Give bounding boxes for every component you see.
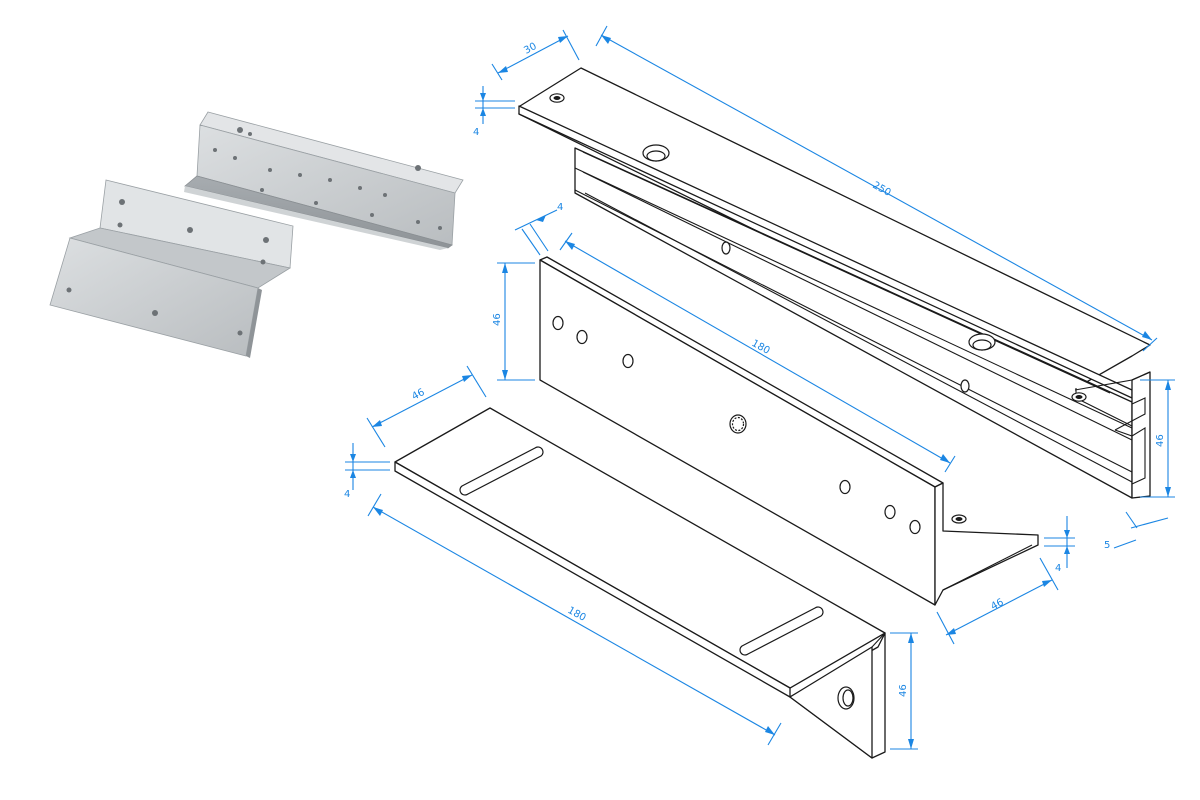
plate-hole (839, 479, 851, 495)
dim-top-length: 250 (871, 180, 893, 199)
plate-hole (909, 519, 921, 535)
dim-plate-height: 46 (492, 313, 503, 326)
dimension-lines (345, 25, 1175, 750)
plate-hole (576, 329, 588, 345)
side-hole (721, 241, 731, 255)
plate-hole (622, 353, 634, 369)
photo-z-bracket (184, 111, 464, 250)
dim-base-height: 46 (898, 684, 909, 697)
dim-lbracket-depth: 46 (989, 597, 1005, 613)
dim-top-depth: 30 (522, 41, 538, 57)
bottom-l-bracket (394, 407, 886, 759)
side-hole (960, 379, 970, 393)
dim-top-thickness: 4 (473, 127, 479, 138)
mounting-slot (459, 446, 544, 496)
dim-base-depth: 46 (410, 387, 426, 403)
dim-top-height: 46 (1155, 434, 1166, 447)
dim-base-length: 180 (566, 605, 588, 624)
dim-plate-thickness: 4 (557, 202, 563, 213)
plate-hole (552, 315, 564, 331)
mounting-slot (739, 606, 824, 656)
plate-hole (884, 504, 896, 520)
dim-base-thickness: 4 (344, 489, 350, 500)
product-photo (49, 111, 464, 358)
dim-top-lip: 5 (1104, 540, 1110, 551)
middle-plate-bracket (539, 256, 1039, 606)
photo-l-bracket (49, 179, 294, 358)
top-u-channel (518, 67, 1151, 499)
dim-lbracket-thickness: 4 (1055, 563, 1061, 574)
